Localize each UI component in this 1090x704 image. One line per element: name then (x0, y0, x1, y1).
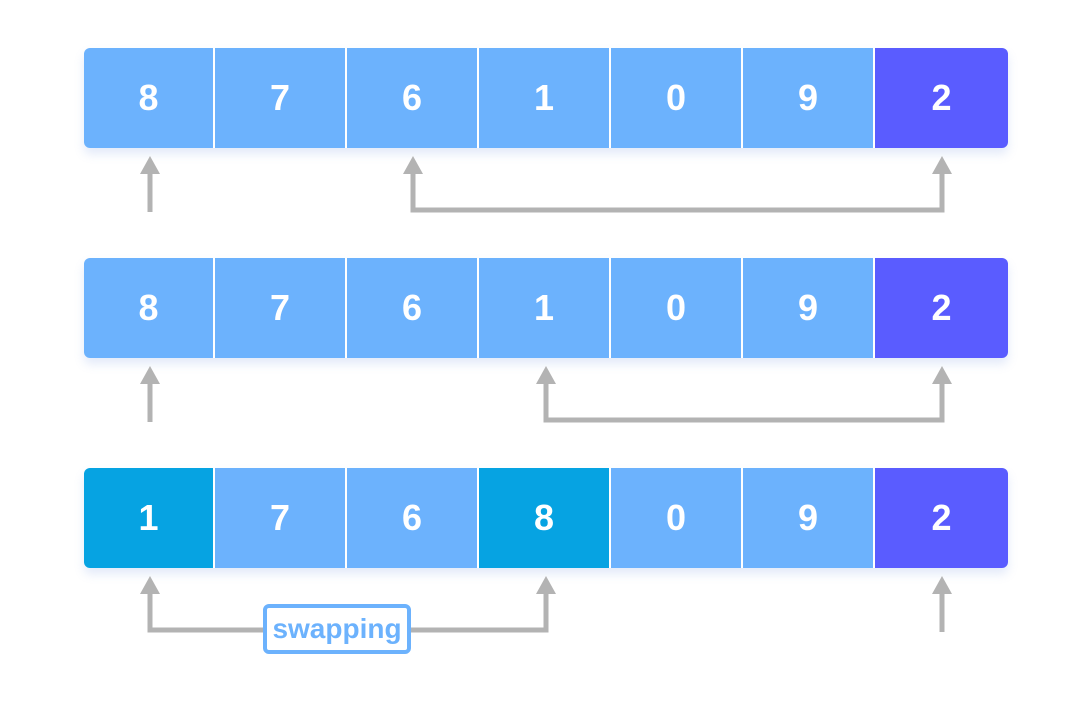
array-cell: 7 (215, 468, 347, 568)
arrowhead-up-icon (932, 156, 952, 174)
array-cell: 1 (479, 258, 611, 358)
array-row-2: 8 7 6 1 0 9 2 (84, 258, 1008, 358)
arrowhead-up-icon (140, 366, 160, 384)
arrowhead-up-icon (536, 576, 556, 594)
array-cell: 8 (84, 258, 215, 358)
pivot-cell: 2 (875, 258, 1008, 358)
array-cell: 7 (215, 48, 347, 148)
array-cell: 1 (479, 48, 611, 148)
swapped-cell: 8 (479, 468, 611, 568)
array-cell: 9 (743, 48, 875, 148)
arrowhead-up-icon (140, 576, 160, 594)
array-cell: 0 (611, 258, 743, 358)
arrowhead-up-icon (140, 156, 160, 174)
pivot-cell: 2 (875, 48, 1008, 148)
arrowhead-up-icon (536, 366, 556, 384)
swapped-cell: 1 (84, 468, 215, 568)
arrowhead-up-icon (932, 366, 952, 384)
pivot-cell: 2 (875, 468, 1008, 568)
connector-line (410, 172, 945, 213)
array-row-1: 8 7 6 1 0 9 2 (84, 48, 1008, 148)
array-cell: 7 (215, 258, 347, 358)
array-cell: 0 (611, 468, 743, 568)
array-cell: 9 (743, 258, 875, 358)
array-cell: 6 (347, 468, 479, 568)
array-cell: 8 (84, 48, 215, 148)
array-row-3: 1 7 6 8 0 9 2 (84, 468, 1008, 568)
array-cell: 6 (347, 258, 479, 358)
connector-line (543, 382, 945, 423)
array-cell: 6 (347, 48, 479, 148)
arrowhead-up-icon (932, 576, 952, 594)
arrowhead-up-icon (403, 156, 423, 174)
array-cell: 0 (611, 48, 743, 148)
swapping-label: swapping (263, 604, 411, 654)
array-cell: 9 (743, 468, 875, 568)
